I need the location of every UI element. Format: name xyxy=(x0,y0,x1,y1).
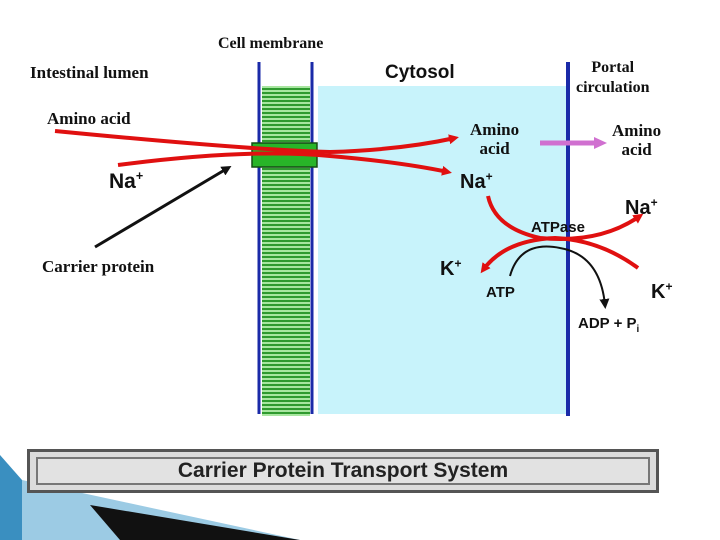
amino-acid-arrow xyxy=(54,129,459,155)
atpase-label: ATPase xyxy=(531,219,585,236)
k-cytosol-label: K+ xyxy=(440,256,462,280)
caption-inner: Carrier Protein Transport System xyxy=(36,457,650,485)
k-portal-label: K+ xyxy=(651,279,673,303)
decorative-corner xyxy=(0,455,300,540)
amino-acid-lumen-label: Amino acid xyxy=(47,109,131,128)
na-lumen-label: Na+ xyxy=(109,169,144,193)
intestinal-lumen-label: Intestinal lumen xyxy=(30,63,149,82)
atp-label: ATP xyxy=(486,284,515,301)
portal-circulation-label: Portal circulation xyxy=(576,59,650,96)
amino-acid-cytosol-label: Amino acid xyxy=(470,120,520,158)
na-arrow xyxy=(117,151,452,176)
na-cytosol-label: Na+ xyxy=(460,169,493,193)
adp-pi-label: ADP + Pi xyxy=(578,315,640,335)
caption-title: Carrier Protein Transport System xyxy=(177,459,509,482)
carrier-protein-pointer xyxy=(94,165,232,249)
amino-acid-portal-label: Amino acid xyxy=(612,121,662,159)
cell-membrane-label: Cell membrane xyxy=(218,35,324,52)
na-portal-label: Na+ xyxy=(625,195,658,219)
k-pump-arrow xyxy=(480,235,640,274)
atp-hydrolysis-arrow xyxy=(509,245,610,309)
cytosol-label: Cytosol xyxy=(385,62,455,83)
amino-acid-transfer-arrow xyxy=(540,137,607,149)
caption-box: Carrier Protein Transport System xyxy=(27,449,659,493)
carrier-protein-label: Carrier protein xyxy=(42,257,155,276)
cell-membrane xyxy=(257,62,314,416)
